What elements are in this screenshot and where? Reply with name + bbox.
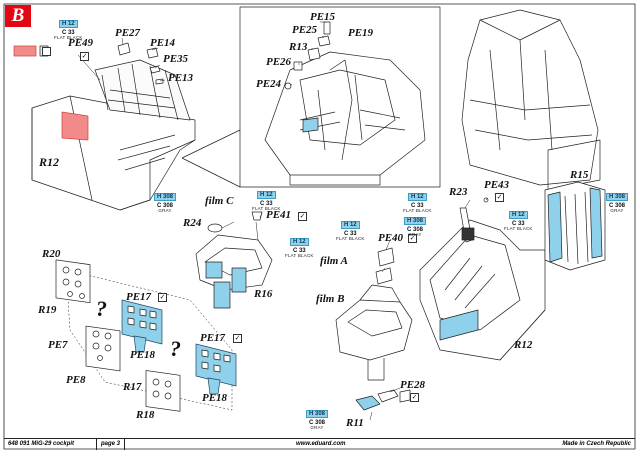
part-pe26 — [293, 61, 303, 71]
paint-callout-flat-black-1: H 12 C 33 FLAT BLACK — [54, 20, 83, 41]
panel-pe7 — [85, 325, 121, 372]
pe40-checkbox: ✓ — [408, 234, 417, 243]
console-r15 — [544, 181, 606, 271]
leader-lines — [77, 21, 489, 421]
pe17-a-checkbox: ✓ — [158, 293, 167, 302]
label-pe24: PE24 — [256, 78, 282, 90]
label-r15: R15 — [570, 169, 589, 181]
paint-callout-flat-black-5: H 12 C 33 FLAT BLACK — [403, 193, 432, 214]
footer-bar: 648 091 MiG-29 cockpit page 3 www.eduard… — [4, 438, 635, 450]
footer-origin: Made in Czech Republic — [562, 441, 631, 447]
label-film-c: film C — [205, 195, 234, 207]
label-r23: R23 — [449, 186, 468, 198]
part-film-b — [375, 267, 393, 285]
part-film-a — [377, 247, 395, 267]
label-r20: R20 — [42, 248, 61, 260]
question-mark-right: ? — [170, 336, 181, 361]
label-pe18-a: PE18 — [130, 349, 156, 361]
section-badge: B — [5, 5, 31, 27]
pe43-checkbox: ✓ — [495, 193, 504, 202]
paint-callout-flat-black-2: H 12 C 33 FLAT BLACK — [252, 191, 281, 212]
label-pe41: PE41 — [266, 209, 292, 221]
part-r13 — [307, 47, 321, 61]
label-r13: R13 — [289, 41, 308, 53]
paint-callout-gray-1: H 308 C 308 GRAY — [154, 186, 177, 214]
label-r19: R19 — [38, 304, 57, 316]
label-pe15: PE15 — [310, 11, 336, 23]
label-pe13: PE13 — [168, 72, 194, 84]
label-r16: R16 — [254, 288, 273, 300]
label-pe28: PE28 — [400, 379, 426, 391]
detail-leader-a — [181, 129, 241, 159]
label-pe18-b: PE18 — [202, 392, 228, 404]
part-pe27 — [117, 42, 131, 56]
part-pe35 — [149, 65, 161, 74]
paint-callout-flat-black-6: H 12 C 33 FLAT BLACK — [504, 211, 533, 232]
label-pe40: PE40 — [378, 232, 404, 244]
tub-detail-inset — [264, 51, 426, 186]
paint-callout-gray-4: H 308 C 308 GRAY — [306, 403, 329, 431]
label-pe17-a: PE17 — [126, 291, 152, 303]
label-r24: R24 — [183, 217, 202, 229]
part-pe24 — [284, 82, 292, 90]
label-r17: R17 — [123, 381, 142, 393]
label-pe35: PE35 — [163, 53, 189, 65]
tub-r12-left — [31, 59, 196, 211]
seat-tub-front — [335, 284, 413, 381]
detail-leader-b — [181, 157, 241, 188]
label-pe19: PE19 — [348, 27, 374, 39]
shroud-r16 — [195, 234, 273, 309]
footer-page: page 3 — [96, 439, 126, 450]
pe28-checkbox: ✓ — [410, 393, 419, 402]
part-pe14 — [146, 47, 159, 59]
sheet-border — [3, 3, 636, 450]
label-pe49: PE49 — [68, 37, 94, 49]
label-pe26: PE26 — [266, 56, 292, 68]
paint-callout-gray-2: H 308 C 308 GRAY — [404, 210, 427, 238]
label-film-a: film A — [320, 255, 349, 267]
label-pe8: PE8 — [66, 374, 86, 386]
label-pe17-b: PE17 — [200, 332, 226, 344]
label-film-b: film B — [316, 293, 345, 305]
pe17-b-checkbox: ✓ — [233, 334, 242, 343]
pe49-checkbox: ✓ — [80, 52, 89, 61]
label-pe14: PE14 — [150, 37, 176, 49]
pe41-checkbox: ✓ — [298, 212, 307, 221]
paint-callout-flat-black-3: H 12 C 33 FLAT BLACK — [285, 238, 314, 259]
panel-guide-region — [65, 269, 233, 411]
label-pe7: PE7 — [48, 339, 68, 351]
pink-panel-swatch — [13, 45, 37, 57]
label-r12-right: R12 — [514, 339, 533, 351]
part-r24 — [207, 223, 223, 233]
paint-callout-flat-black-4: H 12 C 33 FLAT BLACK — [336, 221, 365, 242]
footer-website: www.eduard.com — [296, 441, 346, 447]
panel-r20 — [55, 259, 91, 304]
part-pe13 — [155, 78, 164, 85]
label-r12-left: R12 — [39, 155, 60, 169]
part-r11-pedals — [355, 389, 411, 411]
stick-r23 — [459, 207, 475, 243]
paint-callout-gray-3: H 308 C 308 GRAY — [606, 186, 629, 214]
label-pe27: PE27 — [115, 27, 141, 39]
detail-inset-box — [239, 6, 441, 188]
panel-pe17-b — [195, 343, 237, 395]
part-pe41 — [251, 211, 263, 221]
label-r11: R11 — [346, 417, 364, 429]
panel-r17 — [145, 370, 181, 412]
tub-r12-right — [419, 219, 546, 361]
label-pe43: PE43 — [484, 179, 510, 191]
part-pe25 — [317, 35, 331, 47]
part-pe15 — [323, 21, 331, 35]
pink-swatch-checkbox — [42, 47, 51, 56]
label-pe25: PE25 — [292, 24, 318, 36]
panel-pe17-a — [121, 299, 163, 353]
label-r18: R18 — [136, 409, 155, 421]
question-mark-left: ? — [96, 296, 107, 321]
tub-finished-top-right — [461, 9, 601, 191]
footer-product: 648 091 MiG-29 cockpit — [8, 441, 75, 447]
